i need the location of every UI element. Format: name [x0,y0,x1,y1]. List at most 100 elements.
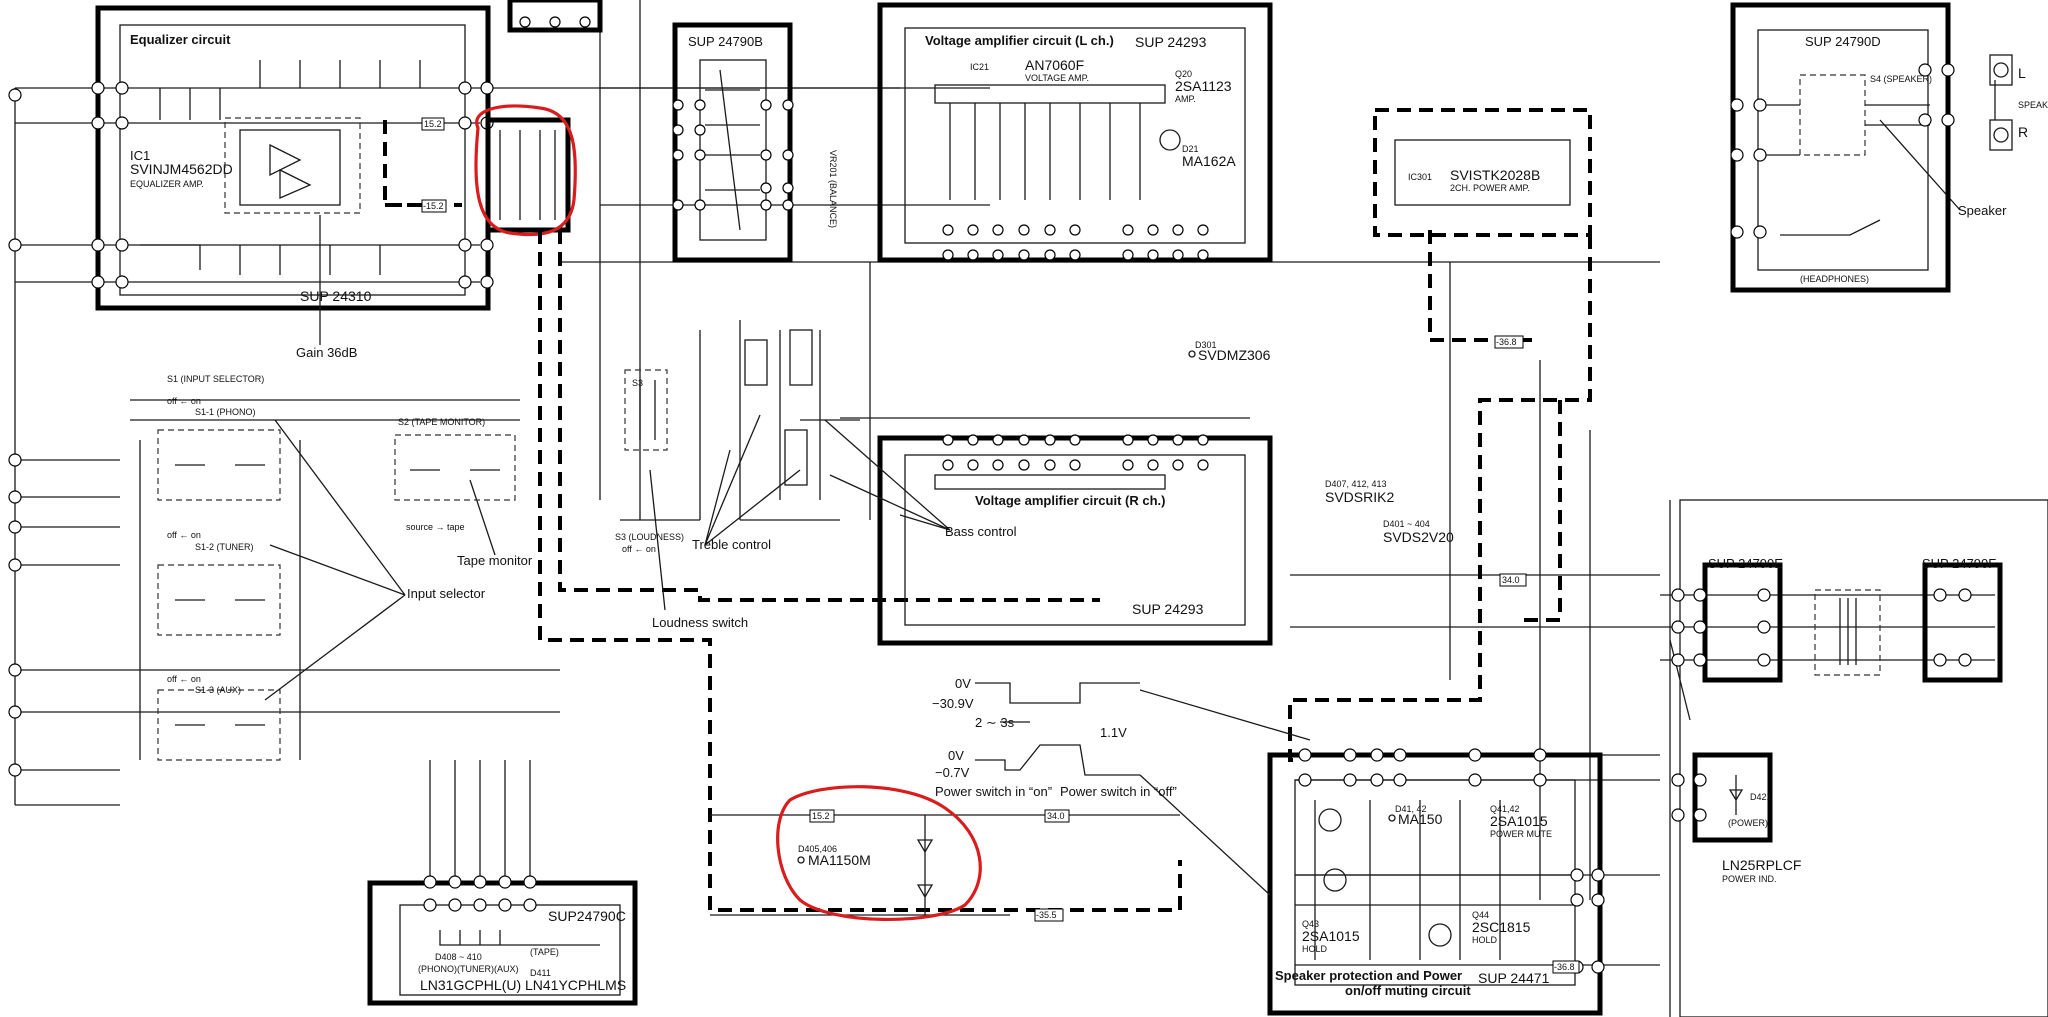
vamp-r-pins [942,434,1209,471]
s1-2-label: S1-2 (TUNER) [195,542,254,552]
timing-off-label: Power switch in “off” [1060,784,1177,799]
tape-led-part: LN41YCPHLMS [525,977,626,993]
input-led-refs: D408 ~ 410 [435,952,482,962]
mute-d-ref: D41, 42 [1395,804,1427,814]
mute-title-2: on/off muting circuit [1345,983,1471,998]
tape-led-ref: D411 [530,968,551,978]
rail-label-340-mute: 34.0 [1047,811,1065,821]
equalizer-title: Equalizer circuit [130,32,231,47]
transformer-e-label: SUP 24790E [1708,556,1783,571]
rail-label-368n-b: -36.8 [1554,962,1575,972]
input-led-pins [423,875,537,912]
mute-q44-part: 2SC1815 [1472,919,1531,935]
equalizer-ic-ref: IC1 [130,148,150,163]
rail-label-368n-a: -36.8 [1496,337,1517,347]
s1-3-off-on: off ← on [167,674,201,684]
bass-callout: Bass control [945,524,1017,539]
vamp-r-title: Voltage amplifier circuit (R ch.) [975,493,1165,508]
speaker-term-l: L [2018,65,2026,81]
timing-delay: 2 ∼ 3s [975,715,1015,730]
input-selectors [130,399,520,761]
power-supply [1679,499,2048,1017]
input-cap-block [485,117,571,233]
mute-title-1: Speaker protection and Power [1275,968,1462,983]
transformer-f-label: SUP 24790F [1922,556,1996,571]
s3-loudness: S3 (LOUDNESS) [615,532,684,542]
input-led-labels: (PHONO)(TUNER)(AUX) [418,964,519,974]
speaker-board: SUP 24790D S4 (SPEAKER) (HEADPHONES) [1730,2,1951,293]
equalizer-ic-part: SVINJM4562DD [130,161,233,177]
input-led-board: SUP24790C D408 ~ 410 (PHONO)(TUNER)(AUX)… [367,760,638,1006]
timing-0v-bottom: 0V [948,748,964,763]
speaker-pins [1730,63,1955,239]
diodes-401-part: SVDS2V20 [1383,529,1454,545]
balance-board-label: SUP 24790B [688,34,763,49]
equalizer-pins [91,81,494,289]
timing-diagram [975,682,1140,776]
vamp-l-ic-ref: IC21 [970,62,989,72]
loudness-callout-1: Loudness switch [652,615,748,630]
power-pins [1671,588,1972,667]
balance-pins [672,99,794,211]
equalizer-ic-desc: EQUALIZER AMP. [130,179,204,189]
s1-title: S1 (INPUT SELECTOR) [167,374,264,384]
timing-on-label: Power switch in “on” [935,784,1052,799]
speaker-terminals [1989,54,2013,151]
headphones-label: (HEADPHONES) [1800,274,1869,284]
zener-part: SVDMZ306 [1198,347,1271,363]
highlight-circle-capacitors [474,104,577,237]
balance-pot-label: VR201 (BALANCE) [828,150,838,228]
mute-q43-ref: Q43 [1302,919,1319,929]
rail-label-355n: -35.5 [1036,910,1057,920]
vamp-l-pins [942,224,1209,261]
mute-q44-ref: Q44 [1472,910,1489,920]
power-amp-ic-ref: IC301 [1408,172,1432,182]
mute-diode-part: MA1150M [808,852,871,868]
diodes-407-refs: D407, 412, 413 [1325,479,1387,489]
s3-title: S3 [632,378,643,388]
mute-q1-ref: Q41,42 [1490,804,1520,814]
mute-pins [1298,748,1605,974]
speaker-term-group: SPEAK [2018,100,2048,110]
s1-3-label: S1-3 (AUX) [195,685,241,695]
speaker-term-r: R [2018,124,2028,140]
s1-off-on: off ← on [167,396,201,406]
s3-off-on: off ← on [622,544,656,554]
s1-1-label: S1-1 (PHONO) [195,407,256,417]
power-led-board [1671,752,1773,843]
equalizer-board: Equalizer circuit IC1 SVINJM4562DD EQUAL… [95,5,491,345]
highlight-circle-mute-diodes [776,785,982,921]
vamp-l-ic-part: AN7060F [1025,57,1084,73]
diodes-401-refs: D401 ~ 404 [1383,519,1430,529]
s2-source-tape: source → tape [406,522,465,532]
mute-q43-part: 2SA1015 [1302,928,1360,944]
mute-q1-desc: POWER MUTE [1490,829,1552,839]
power-amp: IC301 SVISTK2028B 2CH. POWER AMP. [1373,108,1592,237]
treble-callout: Treble control [692,537,771,552]
mute-board [1267,752,1603,1016]
vamp-l-q-desc: AMP. [1175,94,1196,104]
mute-q1-part: 2SA1015 [1490,813,1548,829]
zener-ref: D301 [1195,340,1217,350]
gain-note: Gain 36dB [296,345,357,360]
speaker-switch-label: S4 (SPEAKER) [1870,74,1932,84]
input-led-board-label: SUP24790C [548,908,626,924]
timing-neg07v: −0.7V [935,765,970,780]
input-selector-callout: Input selector [407,586,486,601]
vamp-l-board: Voltage amplifier circuit (L ch.) SUP 24… [877,2,1273,263]
mute-board-label: SUP 24471 [1478,970,1550,986]
power-led-ref: D421 [1750,792,1772,802]
mute-diode-block: 15.2 34.0 -35.5 [710,809,1180,922]
vamp-l-d-ref: D21 [1182,144,1199,154]
speaker-callout: Speaker [1958,203,2007,218]
rail-label-152-mute: 15.2 [812,811,830,821]
diodes-407-part: SVDSRIK2 [1325,489,1394,505]
mute-q43-desc: HOLD [1302,944,1328,954]
s2-title: S2 (TAPE MONITOR) [398,417,485,427]
speaker-board-label: SUP 24790D [1805,34,1881,49]
tape-monitor-callout: Tape monitor [457,553,533,568]
vamp-l-d-part: MA162A [1182,153,1236,169]
power-led-desc: POWER IND. [1722,874,1777,884]
power-amp-ic-part: SVISTK2028B [1450,167,1540,183]
power-amp-ic-desc: 2CH. POWER AMP. [1450,183,1530,193]
